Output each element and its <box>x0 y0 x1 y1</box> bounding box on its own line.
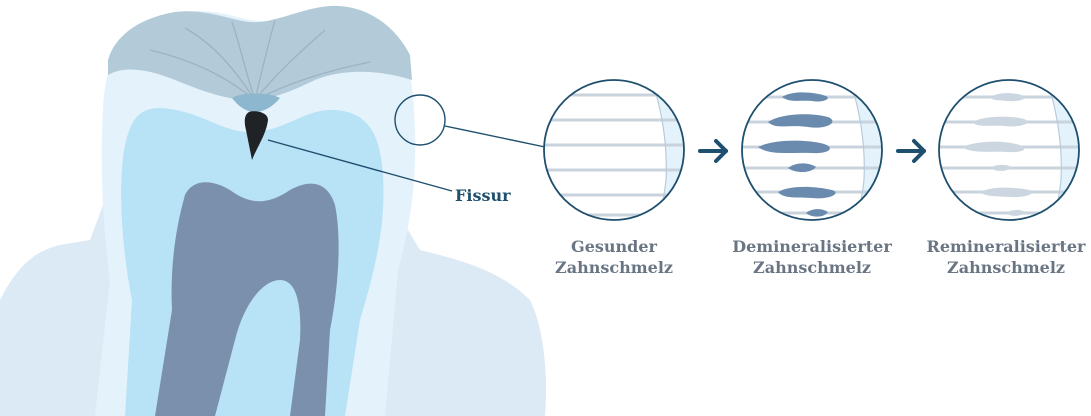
caption-remineralized-enamel: Remineralisierter Zahnschmelz <box>921 236 1091 278</box>
magnifier-leader <box>445 126 545 147</box>
caption-healthy-enamel: Gesunder Zahnschmelz <box>529 236 699 278</box>
zoom-circle-remineralized <box>935 70 1091 230</box>
caption-line: Zahnschmelz <box>921 257 1091 278</box>
arrow-right-icon <box>700 141 726 161</box>
fissure-label: Fissur <box>455 186 511 205</box>
caption-line: Demineralisierter <box>727 236 897 257</box>
zoom-circle-healthy <box>540 70 700 230</box>
caption-line: Zahnschmelz <box>529 257 699 278</box>
caption-line: Remineralisierter <box>921 236 1091 257</box>
caption-line: Zahnschmelz <box>727 257 897 278</box>
zoom-circle-demineralized <box>735 70 900 230</box>
arrow-right-icon <box>898 141 924 161</box>
caption-demineralized-enamel: Demineralisierter Zahnschmelz <box>727 236 897 278</box>
caption-line: Gesunder <box>529 236 699 257</box>
